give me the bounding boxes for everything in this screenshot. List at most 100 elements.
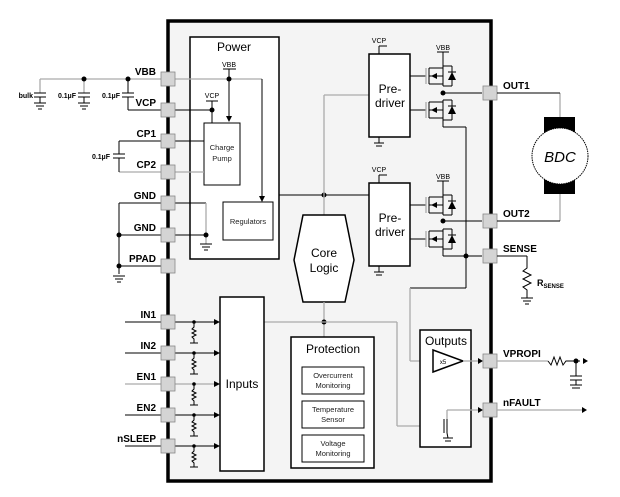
protection-title: Protection	[306, 342, 360, 356]
pin-pad[interactable]	[160, 102, 176, 118]
pin-gnd-5[interactable]: GND	[134, 223, 176, 243]
core-logic-label-1: Core	[311, 246, 337, 260]
pin-label: GND	[134, 191, 156, 202]
pin-label: PPAD	[129, 254, 156, 265]
overcurrent-monitoring-block	[301, 366, 365, 395]
inputs-label: Inputs	[226, 377, 259, 391]
pin-pad[interactable]	[160, 345, 176, 361]
rsense-resistor-icon	[521, 256, 533, 294]
cap-label: 0.1µF	[58, 93, 77, 100]
pin-label: SENSE	[503, 244, 537, 255]
h-bridge-fets	[410, 51, 456, 256]
temperature-sensor-block	[301, 400, 365, 429]
predriver-1: VCP Pre- driver VBB	[368, 38, 450, 147]
cp-cap-label: 0.1µF	[92, 154, 111, 161]
external-circuit: bulk 0.1µF 0.1µF 0.1µF	[19, 76, 220, 468]
predriver2-label-1: Pre-	[379, 211, 402, 225]
power-vcp-label: VCP	[205, 93, 220, 100]
pin-nfault[interactable]: nFAULT	[482, 398, 541, 418]
pin-en2[interactable]: EN2	[137, 403, 176, 423]
outputs-title: Outputs	[425, 334, 467, 348]
pin-label: CP1	[137, 129, 157, 140]
predriver1-label-2: driver	[375, 96, 405, 110]
pin-pad[interactable]	[482, 353, 498, 369]
overcurrent-label-1: Overcurrent	[313, 371, 354, 380]
pin-label: CP2	[137, 160, 157, 171]
pin-ppad[interactable]: PPAD	[129, 254, 176, 274]
power-vbb-label: VBB	[222, 62, 236, 69]
voltage-monitoring-block	[301, 434, 365, 463]
cap-label: 0.1µF	[102, 93, 121, 100]
pin-label: EN2	[137, 403, 157, 414]
pin-label: VBB	[135, 67, 156, 78]
predriver2-vbb-label: VBB	[436, 174, 450, 181]
motor-label: BDC	[544, 149, 576, 166]
regulators-label: Regulators	[230, 217, 267, 226]
predriver1-vbb-label: VBB	[436, 45, 450, 52]
voltage-label-1: Voltage	[320, 439, 345, 448]
charge-pump-block	[203, 122, 241, 186]
pin-cp2[interactable]: CP2	[137, 160, 176, 180]
pin-pad[interactable]	[160, 314, 176, 330]
power-block-title: Power	[217, 40, 251, 54]
pin-label: OUT2	[503, 209, 530, 220]
pin-pad[interactable]	[482, 85, 498, 101]
cap-label: bulk	[19, 93, 33, 100]
voltage-label-2: Monitoring	[315, 449, 350, 458]
pin-vbb[interactable]: VBB	[135, 67, 176, 87]
protection-block: Protection Overcurrent Monitoring Temper…	[290, 336, 375, 469]
pin-label: IN1	[140, 310, 156, 321]
pin-pad[interactable]	[482, 213, 498, 229]
core-logic-block	[293, 214, 355, 303]
pin-label: OUT1	[503, 81, 530, 92]
predriver1-vcp-label: VCP	[372, 38, 387, 45]
outputs-block: Outputs x5	[419, 329, 483, 448]
pin-pad[interactable]	[160, 133, 176, 149]
pin-nsleep[interactable]: nSLEEP	[117, 434, 176, 454]
predriver-2: VCP Pre- driver VBB	[368, 167, 450, 276]
overcurrent-label-2: Monitoring	[315, 381, 350, 390]
pin-pad[interactable]	[160, 407, 176, 423]
predriver1-block	[368, 53, 411, 138]
predriver2-vcp-label: VCP	[372, 167, 387, 174]
pin-vcp[interactable]: VCP	[135, 98, 176, 118]
pin-pad[interactable]	[160, 164, 176, 180]
charge-pump-label-1: Charge	[210, 143, 235, 152]
pin-pad[interactable]	[160, 71, 176, 87]
pin-in1[interactable]: IN1	[140, 310, 176, 330]
pin-en1[interactable]: EN1	[137, 372, 176, 392]
pin-label: IN2	[140, 341, 156, 352]
pin-label: VPROPI	[503, 349, 541, 360]
rsense-label: RSENSE	[537, 278, 564, 290]
pin-label: GND	[134, 223, 156, 234]
charge-pump-label-2: Pump	[212, 154, 232, 163]
amplifier-icon	[432, 348, 466, 374]
bdc-motor[interactable]: BDC	[531, 93, 589, 221]
pin-label: EN1	[137, 372, 157, 383]
power-block: Power VBB VCP Charge Pump Regulators	[175, 36, 280, 260]
pin-pad[interactable]	[160, 195, 176, 211]
pin-gnd-4[interactable]: GND	[134, 191, 176, 211]
core-logic-label-2: Logic	[310, 261, 339, 275]
regulators-block	[222, 201, 274, 241]
amp-gain-label: x5	[440, 360, 447, 366]
predriver2-label-2: driver	[375, 225, 405, 239]
pin-in2[interactable]: IN2	[140, 341, 176, 361]
pin-cp1[interactable]: CP1	[137, 129, 176, 149]
predriver1-label-1: Pre-	[379, 82, 402, 96]
pin-label: nSLEEP	[117, 434, 156, 445]
pin-label: nFAULT	[503, 398, 541, 409]
pin-label: VCP	[135, 98, 156, 109]
pin-pad[interactable]	[160, 227, 176, 243]
temperature-label-2: Sensor	[321, 415, 345, 424]
pin-pad[interactable]	[482, 402, 498, 418]
pin-sense[interactable]: SENSE	[482, 244, 537, 264]
temperature-label-1: Temperature	[312, 405, 354, 414]
pin-pad[interactable]	[482, 248, 498, 264]
pin-pad[interactable]	[160, 438, 176, 454]
pin-pad[interactable]	[160, 376, 176, 392]
pin-pad[interactable]	[160, 258, 176, 274]
inputs-block	[219, 296, 265, 472]
